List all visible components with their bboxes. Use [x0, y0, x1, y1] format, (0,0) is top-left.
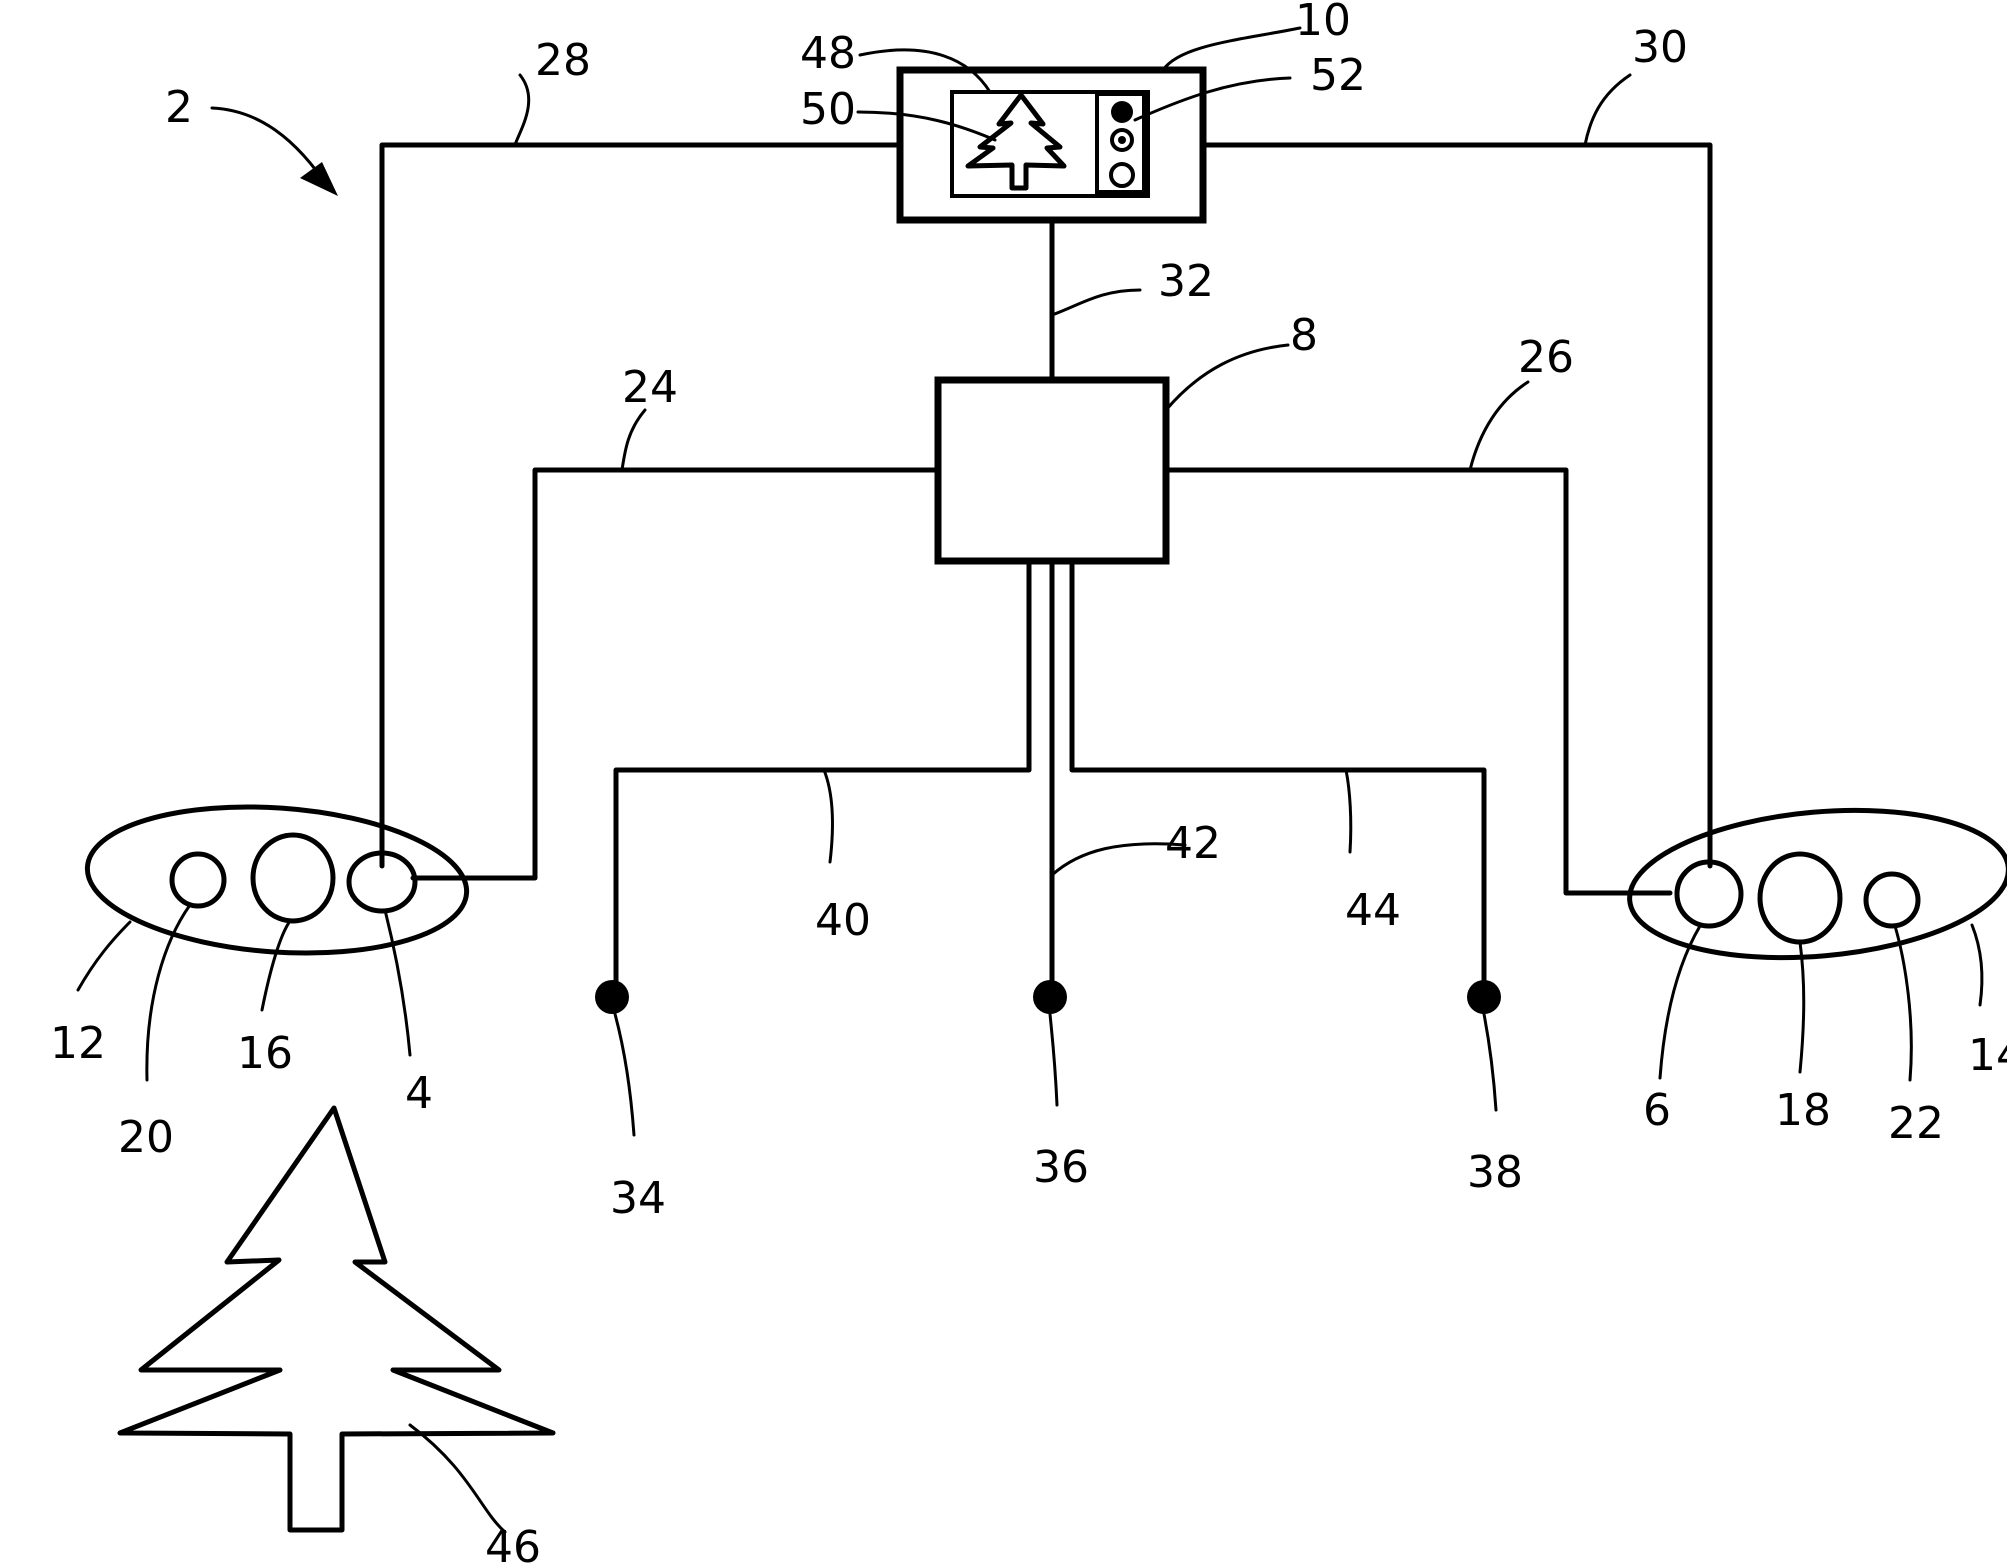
- label-34: 34: [610, 1173, 666, 1224]
- leader-10: [1163, 28, 1300, 70]
- line-26: [1167, 470, 1670, 893]
- label-26: 26: [1518, 332, 1574, 383]
- lamp-right-icon: [1760, 854, 1840, 942]
- label-50: 50: [800, 84, 856, 135]
- headlamp-right: [1623, 796, 2007, 973]
- label-30: 30: [1632, 22, 1688, 73]
- label-4: 4: [405, 1068, 433, 1119]
- line-30: [1206, 145, 1710, 866]
- signal-light-bottom-icon: [1111, 164, 1133, 186]
- label-6: 6: [1643, 1085, 1671, 1136]
- leader-30: [1585, 75, 1630, 145]
- headlamp-left: [82, 795, 471, 965]
- node-36-dot: [1033, 980, 1067, 1014]
- label-42: 42: [1165, 818, 1221, 869]
- line-28: [382, 145, 898, 866]
- label-28: 28: [535, 35, 591, 86]
- label-16: 16: [237, 1028, 293, 1079]
- leader-22: [1895, 926, 1911, 1080]
- label-2: 2: [165, 82, 193, 133]
- tree-object-icon: [120, 1108, 553, 1530]
- leader-16: [262, 921, 290, 1010]
- leader-24: [622, 410, 645, 470]
- leader-40: [824, 770, 832, 862]
- signal-light-top-icon: [1111, 101, 1133, 123]
- label-8: 8: [1290, 310, 1318, 361]
- leader-28: [515, 75, 529, 145]
- leader-4: [385, 910, 410, 1055]
- leader-14: [1972, 925, 1982, 1005]
- system-arrow-head-icon: [300, 162, 338, 196]
- label-12: 12: [50, 1018, 106, 1069]
- node-34-dot: [595, 980, 629, 1014]
- display-unit: [900, 70, 1203, 220]
- light-left-icon: [172, 854, 224, 906]
- label-44: 44: [1345, 885, 1401, 936]
- label-20: 20: [118, 1112, 174, 1163]
- leader-32: [1052, 290, 1140, 315]
- line-24: [413, 470, 937, 878]
- leader-18: [1800, 942, 1804, 1072]
- label-48: 48: [800, 28, 856, 79]
- leader-36: [1050, 1014, 1057, 1105]
- label-52: 52: [1310, 50, 1366, 101]
- label-38: 38: [1467, 1147, 1523, 1198]
- leader-34: [615, 1014, 634, 1135]
- leader-46: [410, 1425, 505, 1532]
- leader-12: [78, 922, 130, 990]
- label-46: 46: [485, 1522, 541, 1565]
- leader-8: [1166, 345, 1288, 410]
- line-44: [1072, 561, 1484, 997]
- leader-26: [1470, 382, 1528, 470]
- label-40: 40: [815, 895, 871, 946]
- leader-44: [1346, 770, 1351, 852]
- leader-38: [1484, 1014, 1496, 1110]
- label-14: 14: [1968, 1030, 2007, 1081]
- label-10: 10: [1295, 0, 1351, 46]
- label-18: 18: [1775, 1085, 1831, 1136]
- sensor-right-icon: [1677, 862, 1741, 926]
- label-36: 36: [1033, 1142, 1089, 1193]
- lamp-left-icon: [253, 835, 333, 921]
- label-32: 32: [1158, 256, 1214, 307]
- control-unit-box: [938, 380, 1166, 561]
- label-24: 24: [622, 362, 678, 413]
- signal-light-middle-hatch: [1118, 136, 1126, 144]
- label-22: 22: [1888, 1098, 1944, 1149]
- node-38-dot: [1467, 980, 1501, 1014]
- light-right-icon: [1866, 874, 1918, 926]
